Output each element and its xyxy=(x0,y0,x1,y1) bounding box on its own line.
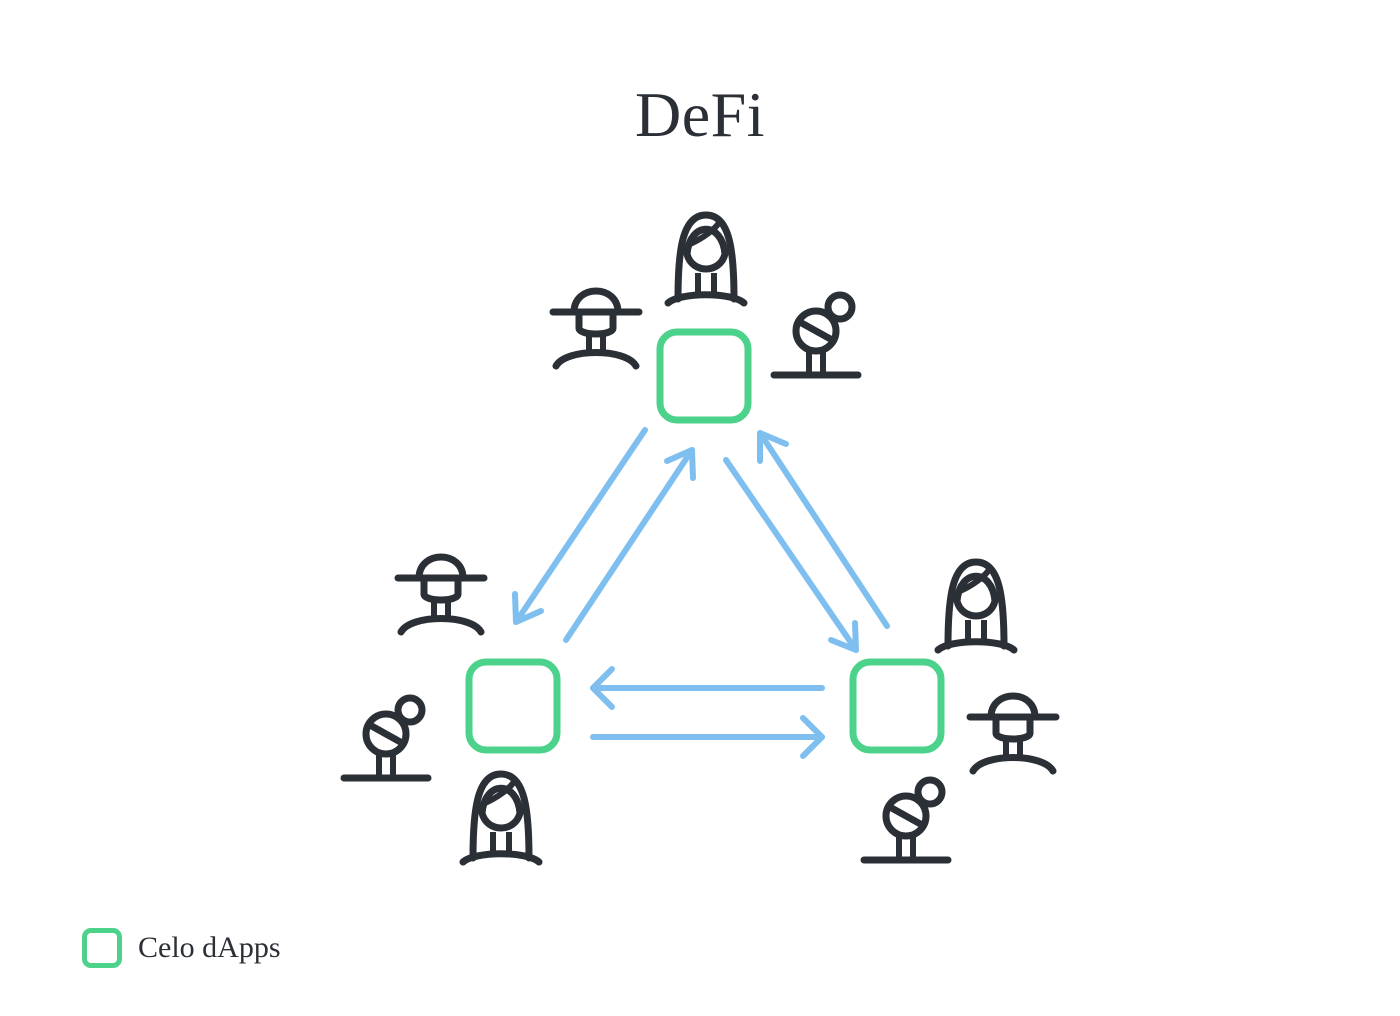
person-woman-icon xyxy=(938,562,1014,650)
arrow-left-to-right xyxy=(590,715,825,759)
person-ponytail-icon xyxy=(864,780,948,860)
arrow-right-to-left xyxy=(590,666,825,710)
person-woman-icon xyxy=(668,215,744,303)
person-woman-icon xyxy=(463,774,539,862)
person-ponytail-icon xyxy=(774,295,858,375)
legend-swatch-dapp xyxy=(82,928,122,968)
arrow-left-to-top xyxy=(563,447,696,643)
dapp-node-left xyxy=(465,658,561,754)
legend-label: Celo dApps xyxy=(138,931,281,964)
arrow-right-to-top xyxy=(757,430,890,629)
arrow-top-to-left xyxy=(512,427,648,625)
person-hat-icon xyxy=(398,557,484,632)
arrow-top-to-right xyxy=(723,457,859,653)
person-hat-icon xyxy=(970,696,1056,771)
legend: Celo dApps xyxy=(82,928,281,968)
diagram-title: DeFi xyxy=(635,79,765,150)
person-hat-icon xyxy=(553,291,639,366)
dapp-node-top xyxy=(656,328,752,424)
person-ponytail-icon xyxy=(344,698,428,778)
dapp-node-right xyxy=(849,658,945,754)
